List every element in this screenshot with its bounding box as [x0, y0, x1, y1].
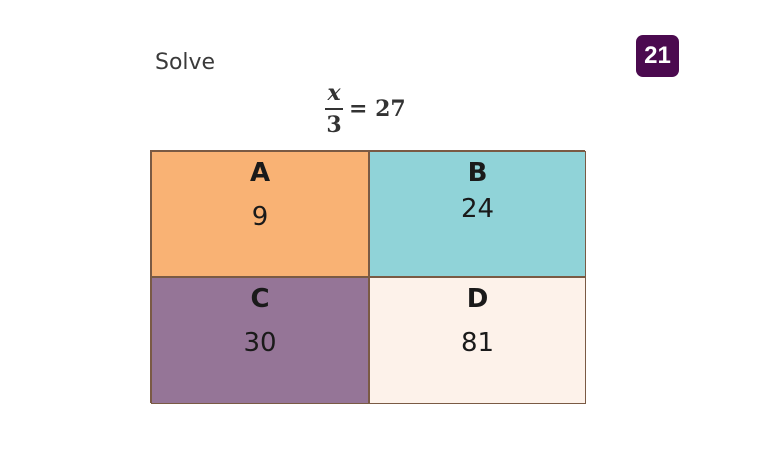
- option-b[interactable]: B 24: [369, 151, 586, 277]
- option-d[interactable]: D 81: [369, 277, 586, 404]
- option-letter: A: [249, 158, 271, 188]
- option-letter: B: [467, 158, 488, 188]
- option-value: 30: [243, 328, 277, 358]
- prompt-text: Solve: [155, 50, 216, 75]
- option-value: 9: [251, 202, 269, 232]
- denominator: 3: [326, 112, 342, 138]
- numerator: x: [327, 80, 341, 106]
- fraction-bar: [325, 108, 343, 110]
- equation: x 3 = 27: [325, 80, 406, 138]
- option-letter: C: [250, 284, 270, 314]
- option-c[interactable]: C 30: [151, 277, 369, 404]
- answer-grid: A 9 B 24 C 30 D 81: [150, 150, 586, 404]
- equation-rhs: = 27: [349, 96, 406, 122]
- option-a[interactable]: A 9: [151, 151, 369, 277]
- option-value: 24: [460, 194, 495, 224]
- question-number-badge: 21: [636, 35, 679, 77]
- option-letter: D: [466, 284, 489, 314]
- option-value: 81: [460, 328, 495, 358]
- fraction: x 3: [325, 80, 343, 138]
